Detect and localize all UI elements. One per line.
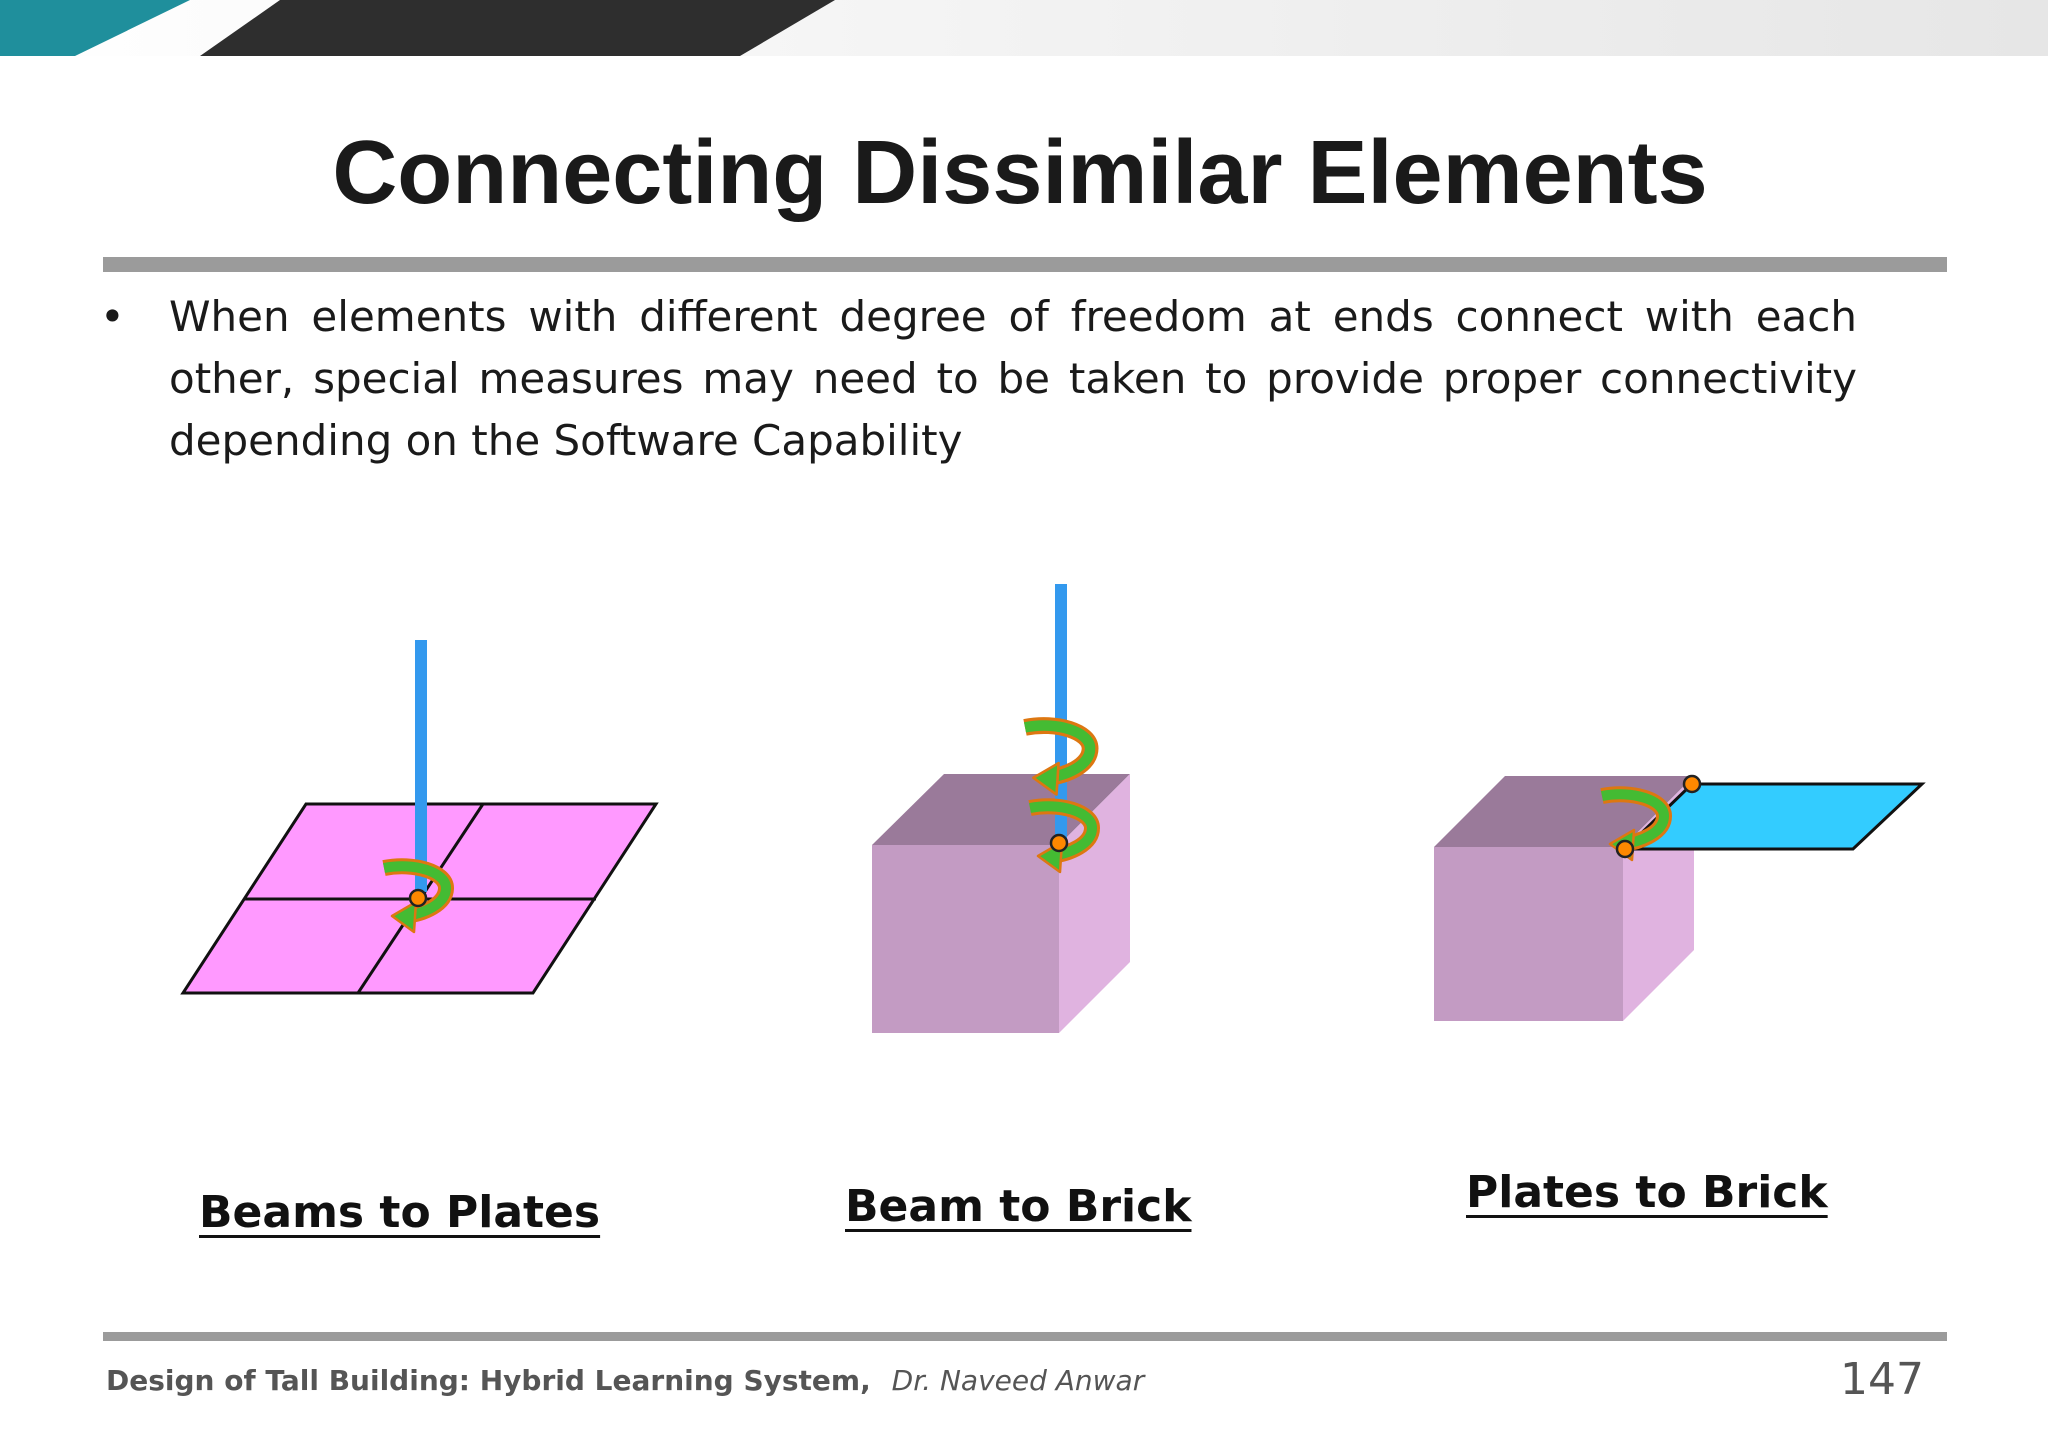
title-divider: [103, 257, 1947, 272]
brick-side-face: [1059, 774, 1130, 1033]
node-dot-icon: [408, 888, 428, 908]
caption-beam-to-brick: Beam to Brick: [845, 1181, 1192, 1232]
figure-beam-to-brick: [872, 584, 1130, 1033]
page-number: 147: [1840, 1354, 1924, 1405]
figure-beams-to-plates: [180, 640, 659, 995]
node-dot-icon: [1682, 774, 1702, 794]
footer-divider: [103, 1332, 1947, 1341]
plate-element: [1621, 782, 1926, 851]
slide-title: Connecting Dissimilar Elements: [332, 123, 1708, 223]
footer-author: Dr. Naveed Anwar: [891, 1364, 1145, 1397]
header-banner: [0, 0, 2048, 56]
header-teal-stripe: [0, 0, 190, 56]
caption-beams-to-plates: Beams to Plates: [199, 1187, 601, 1238]
figure-plates-to-brick: [1434, 774, 1926, 1021]
bullet-text: When elements with different degree of f…: [169, 292, 1857, 465]
footer-course: Design of Tall Building: Hybrid Learning…: [106, 1364, 871, 1397]
node-dot-icon: [1615, 839, 1635, 859]
node-dot-icon: [1049, 833, 1069, 853]
header-dark-stripe: [200, 0, 835, 56]
caption-plates-to-brick: Plates to Brick: [1466, 1167, 1828, 1218]
brick-front-face: [1434, 847, 1623, 1021]
brick-front-face: [872, 845, 1059, 1033]
footer-credit: Design of Tall Building: Hybrid Learning…: [106, 1364, 1144, 1397]
bullet-marker: •: [100, 292, 125, 341]
